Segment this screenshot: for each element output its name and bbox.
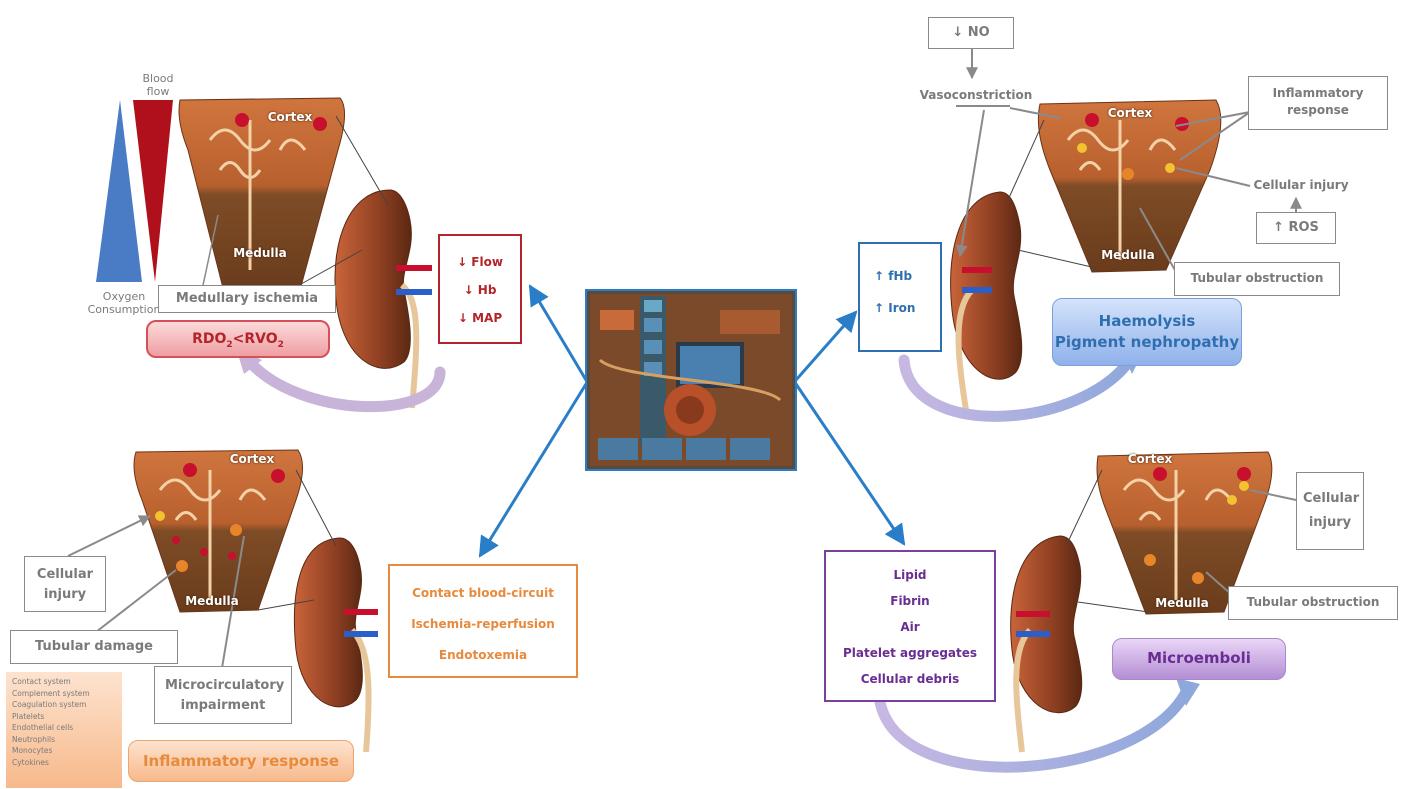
cortex-medulla-wedge (134, 450, 303, 612)
rdo2-rvo2-badge: RDO2<RVO2 (146, 320, 330, 358)
cellular-injury-label: Cellular injury (1246, 178, 1356, 192)
microemboli-badge: Microemboli (1112, 638, 1286, 680)
cause-fibrin: Fibrin (826, 588, 994, 614)
cortex-label: Cortex (222, 452, 282, 466)
source-item: Complement system (12, 688, 116, 700)
inflammatory-response-badge: Inflammatory response (128, 740, 354, 782)
return-curve-arrow (880, 692, 1186, 767)
cause-contact: Contact blood-circuit (390, 578, 576, 609)
arrow-bottom-left (480, 384, 586, 556)
tubular-obstruction-box: Tubular obstruction (1228, 586, 1398, 620)
tubular-obstruction-box: Tubular obstruction (1174, 262, 1340, 296)
source-item: Platelets (12, 711, 116, 723)
blood-flow-triangle (133, 100, 173, 282)
cause-flow: ↓ Flow (440, 248, 520, 276)
microcirculatory-box: Microcirculatory impairment (154, 666, 292, 724)
cortex-label: Cortex (1120, 452, 1180, 466)
medullary-ischemia-label: Medullary ischemia (158, 285, 336, 313)
causes-box-orange: Contact blood-circuit Ischemia-reperfusi… (388, 564, 578, 678)
source-item: Contact system (12, 676, 116, 688)
blood-flow-label: Blood flow (134, 72, 182, 98)
haemolysis-badge: Haemolysis Pigment nephropathy (1052, 298, 1242, 366)
medulla-label: Medulla (1096, 248, 1160, 262)
haemolysis-text: Haemolysis (1053, 311, 1241, 332)
medulla-label: Medulla (180, 594, 244, 608)
kidney-icon (951, 192, 1022, 410)
inflammatory-sources-list: Contact system Complement system Coagula… (6, 672, 122, 788)
cause-iron: ↑ Iron (874, 292, 940, 324)
source-item: Coagulation system (12, 699, 116, 711)
rdo2-text: RDO (192, 331, 226, 347)
kidney-icon (335, 190, 432, 408)
causes-box-purple: Lipid Fibrin Air Platelet aggregates Cel… (824, 550, 996, 702)
kidney-icon (294, 538, 378, 752)
arrow-top-right (796, 312, 856, 380)
cause-debris: Cellular debris (826, 666, 994, 692)
cause-hb: ↓ Hb (440, 276, 520, 304)
cause-air: Air (826, 614, 994, 640)
ecmo-machine-icon (586, 290, 796, 470)
source-item: Neutrophils (12, 734, 116, 746)
arrow-top-left (530, 286, 586, 380)
cause-platelet: Platelet aggregates (826, 640, 994, 666)
vasoconstriction-label: Vasoconstriction (906, 88, 1046, 102)
source-item: Cytokines (12, 757, 116, 769)
cause-ischemia: Ischemia-reperfusion (390, 609, 576, 640)
tubular-damage-box: Tubular damage (10, 630, 178, 664)
arrow-bottom-right (796, 384, 904, 544)
cause-endotoxemia: Endotoxemia (390, 640, 576, 671)
cortex-label: Cortex (260, 110, 320, 124)
source-item: Endothelial cells (12, 722, 116, 734)
cause-fhb: ↑ fHb (874, 260, 940, 292)
causes-box-red: ↓ Flow ↓ Hb ↓ MAP (438, 234, 522, 344)
cortex-medulla-wedge (179, 98, 345, 292)
ros-box: ↑ ROS (1256, 212, 1336, 244)
cellular-injury-box: Cellular injury (24, 556, 106, 612)
pigment-nephropathy-text: Pigment nephropathy (1053, 332, 1241, 353)
medulla-label: Medulla (1150, 596, 1214, 610)
rvo2-text: <RVO (233, 331, 278, 347)
inflammatory-response-box: Inflammatory response (1248, 76, 1388, 130)
cortex-medulla-wedge (1038, 100, 1220, 272)
causes-box-blue: ↑ fHb ↑ Iron (858, 242, 942, 352)
cortex-label: Cortex (1100, 106, 1160, 120)
cause-lipid: Lipid (826, 562, 994, 588)
cause-map: ↓ MAP (440, 304, 520, 332)
source-item: Monocytes (12, 745, 116, 757)
cellular-injury-box: Cellular injury (1296, 472, 1364, 550)
oxygen-consumption-triangle (96, 100, 142, 282)
kidney-icon (1011, 536, 1082, 752)
no-box: ↓ NO (928, 17, 1014, 49)
rvo2-subscript: 2 (278, 340, 284, 350)
medulla-label: Medulla (228, 246, 292, 260)
